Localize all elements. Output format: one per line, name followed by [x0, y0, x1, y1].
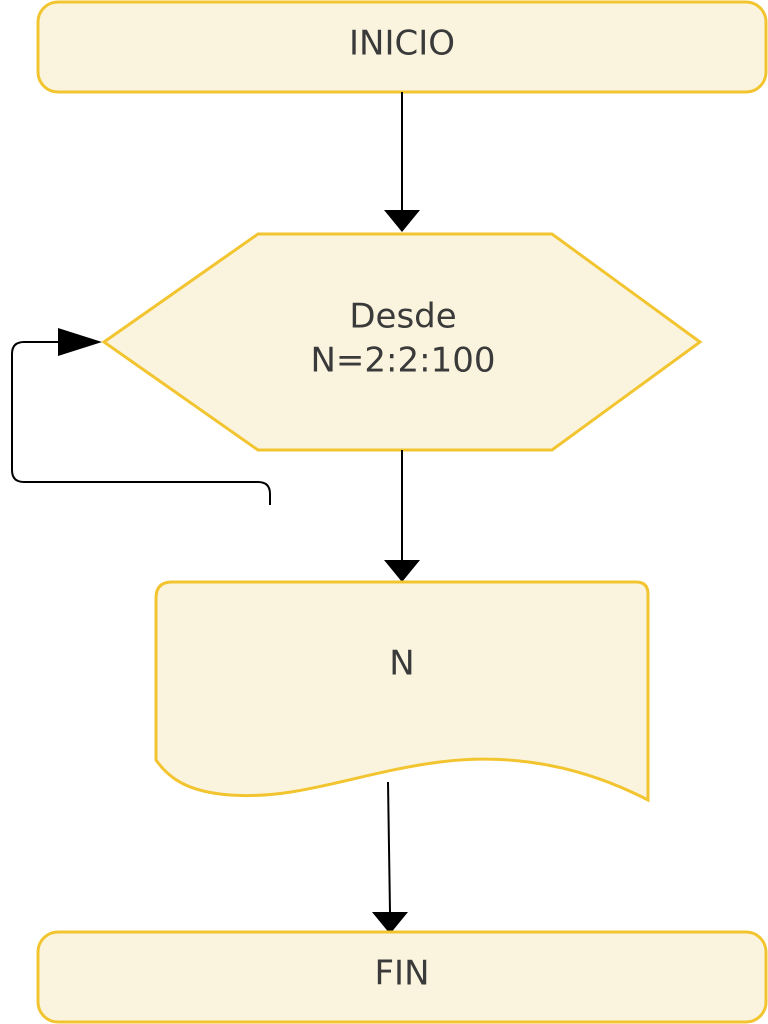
end-node-shape — [36, 930, 768, 1024]
end-node-label: FIN — [374, 954, 429, 994]
loop-back-connector — [11, 328, 271, 505]
loop-node-label-line2: N=2:2:100 — [311, 341, 496, 381]
arrow-start-to-loop — [384, 92, 420, 232]
output-node-label: N — [389, 644, 414, 684]
end-node[interactable]: FIN — [36, 930, 768, 1024]
loop-node-label-line1: Desde — [349, 297, 456, 337]
start-node-label: INICIO — [349, 24, 455, 64]
output-node[interactable]: N — [154, 580, 650, 803]
output-node-shape — [154, 580, 650, 803]
arrow-loop-to-output — [384, 450, 420, 582]
loop-node[interactable]: Desde N=2:2:100 — [101, 232, 703, 452]
loop-node-shape — [101, 232, 703, 452]
arrow-output-to-end — [372, 781, 408, 934]
start-node[interactable]: INICIO — [36, 0, 768, 94]
